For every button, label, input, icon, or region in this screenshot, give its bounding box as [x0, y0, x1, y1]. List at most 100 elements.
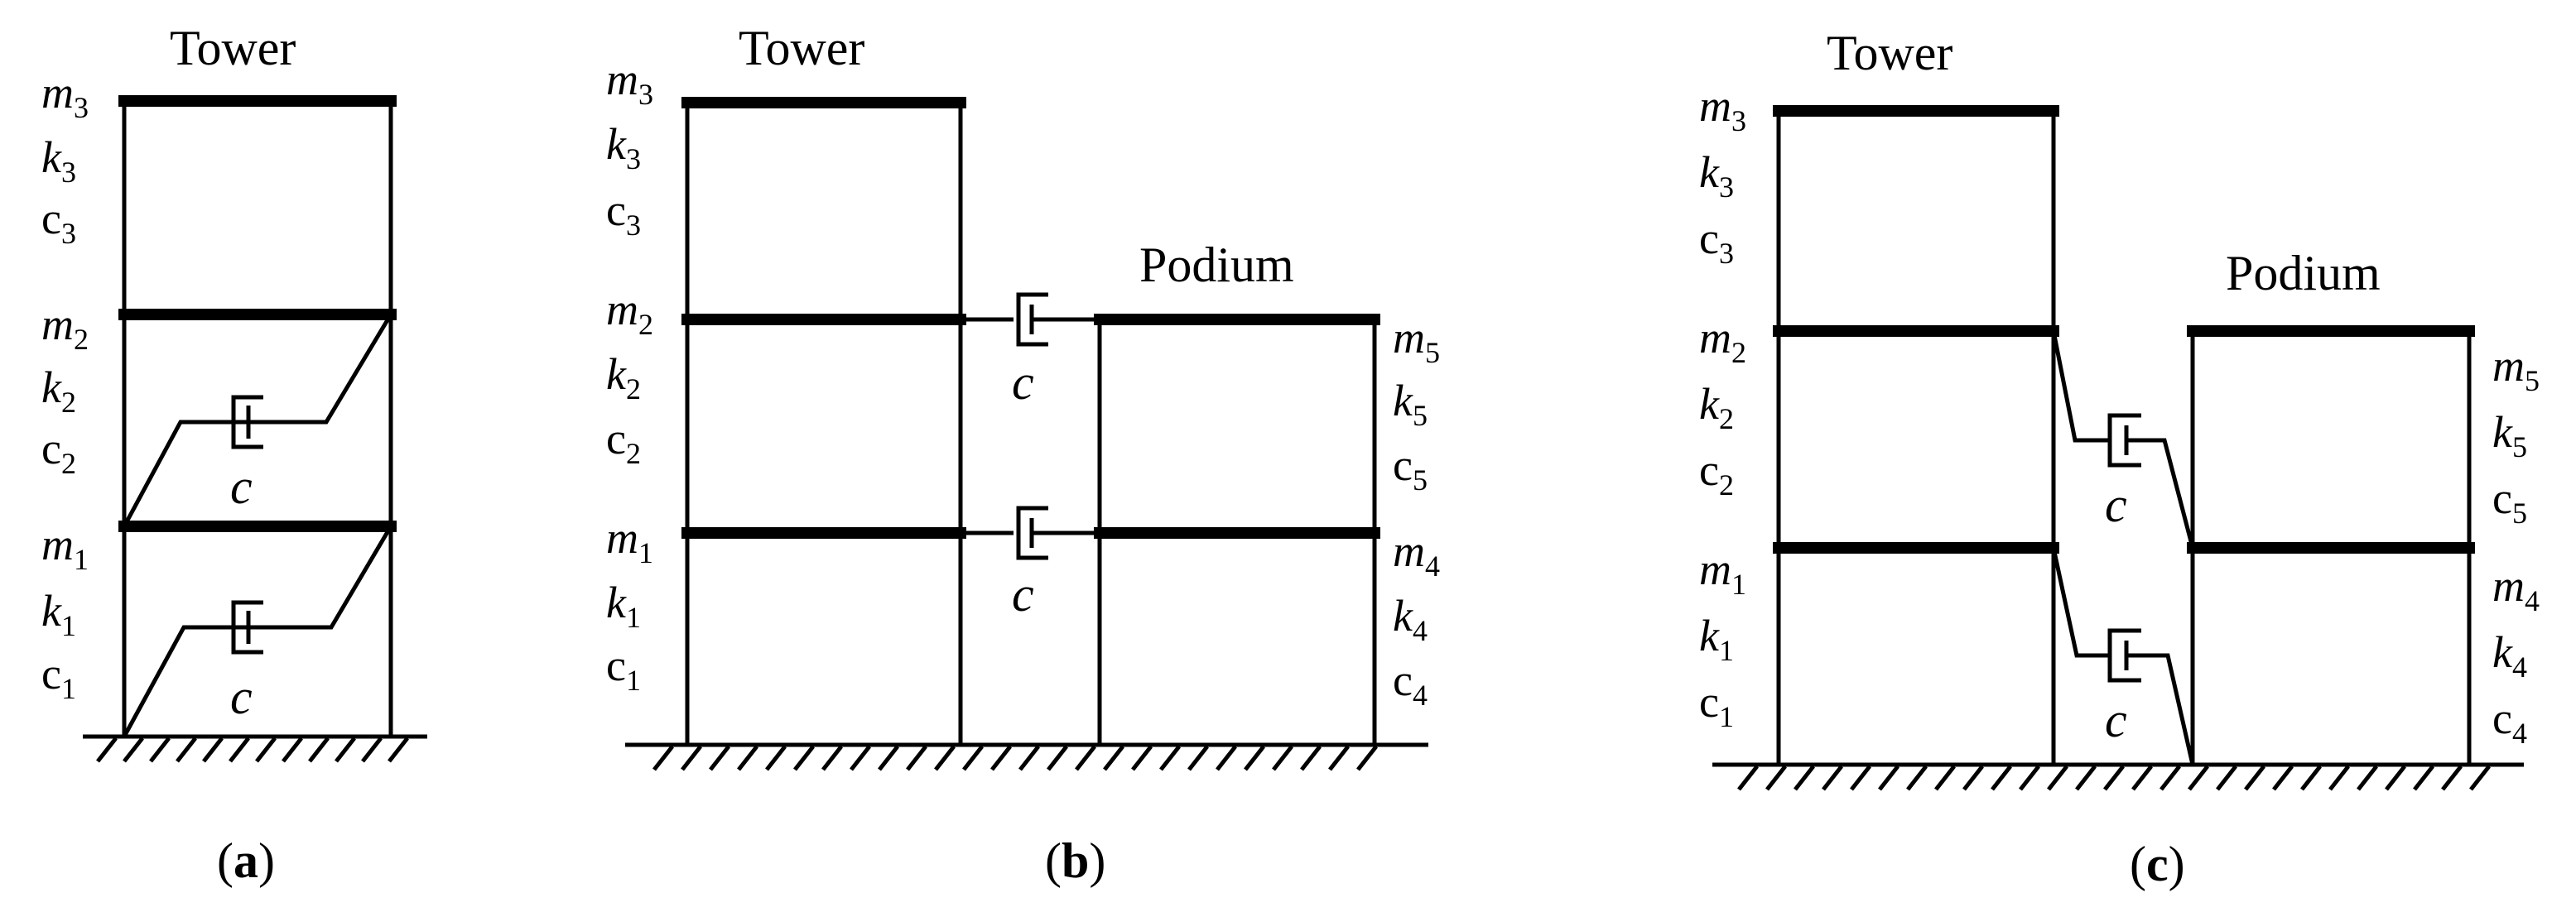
tower-level-labels: m3 k3 c3 m2 k2 c2 m1 k1 c1 — [1699, 81, 1746, 733]
stiffness-label: k5 — [2492, 407, 2527, 463]
panel-b-podium-title: Podium — [1139, 238, 1294, 292]
ground-hatch-mark — [1272, 745, 1293, 771]
damping-label: c1 — [1699, 677, 1734, 733]
panel-a: Tower c c m3 k3 c3 m2 — [41, 21, 427, 888]
ground-hatch-mark — [906, 745, 927, 771]
ground-hatch-mark — [2272, 765, 2294, 791]
ground-hatch-mark — [1794, 765, 1815, 791]
ground-hatch-mark — [1737, 765, 1759, 791]
ground-hatch-mark — [1103, 745, 1124, 771]
ground-hatch-mark — [962, 745, 984, 771]
ground-hatch-mark — [709, 745, 730, 771]
ground-hatch-mark — [1962, 765, 1984, 791]
ground-hatch-mark — [123, 737, 144, 763]
mass-label: m1 — [1699, 545, 1746, 601]
ground-hatch-mark — [2357, 765, 2378, 791]
panel-c-tower-title: Tower — [1827, 26, 1952, 80]
ground-hatch-mark — [2469, 765, 2491, 791]
podium-level-labels: m5 k5 c5 m4 k4 c4 — [2492, 341, 2540, 750]
stiffness-label: k3 — [41, 132, 76, 189]
panel-b-tower-title: Tower — [739, 21, 864, 75]
mass-label: m5 — [1393, 313, 1440, 369]
ground-hatch-mark — [1244, 745, 1265, 771]
stiffness-label: k1 — [606, 578, 641, 634]
mass-label: m3 — [606, 55, 653, 111]
stiffness-label: k4 — [2492, 627, 2527, 684]
mass-label: m5 — [2492, 341, 2540, 397]
panel-c-caption: (c) — [2130, 837, 2185, 891]
ground-hatch-mark — [361, 737, 383, 763]
damping-label: c2 — [1699, 445, 1734, 502]
ground-hatch-mark — [2103, 765, 2125, 791]
ground-hatch-mark — [1047, 745, 1068, 771]
ground-hatch-mark — [1878, 765, 1899, 791]
stiffness-label: k1 — [41, 586, 76, 642]
ground-hatch-mark — [1822, 765, 1843, 791]
damping-label: c2 — [41, 424, 76, 480]
stiffness-label: k4 — [1393, 591, 1428, 647]
ground-hatch-mark — [681, 745, 702, 771]
mass-label: m1 — [606, 513, 653, 569]
ground-hatch-mark — [96, 737, 118, 763]
damping-label: c4 — [2492, 694, 2527, 750]
ground-hatch-mark — [388, 737, 409, 763]
panel-c-podium-title: Podium — [2226, 246, 2381, 300]
damping-label: c5 — [1393, 440, 1428, 497]
damping-label: c3 — [41, 194, 76, 250]
ground-hatch-mark — [1850, 765, 1871, 791]
diagonal-damper-lower — [2051, 547, 2195, 766]
mass-label: m4 — [2492, 561, 2540, 617]
ground-hatch-mark — [2413, 765, 2434, 791]
ground-support — [625, 742, 1428, 771]
ground-hatch-mark — [282, 737, 303, 763]
ground-support — [1712, 762, 2524, 791]
mass-label: m3 — [41, 68, 89, 124]
ground-hatch-mark — [2188, 765, 2209, 791]
panel-b-caption: (b) — [1045, 833, 1105, 888]
panel-a-caption: (a) — [217, 833, 275, 888]
ground-hatch-mark — [2385, 765, 2406, 791]
ground-hatch-mark — [308, 737, 330, 763]
mass-label: m2 — [41, 300, 89, 356]
damper-label: c — [230, 459, 253, 514]
ground-hatch-mark — [850, 745, 871, 771]
stiffness-label: k1 — [1699, 611, 1734, 667]
ground-hatch-mark — [1934, 765, 1956, 791]
ground-support — [83, 734, 427, 763]
mass-label: m2 — [606, 285, 653, 341]
ground-hatch-mark — [2131, 765, 2153, 791]
ground-hatch-mark — [176, 737, 197, 763]
ground-hatch-mark — [1018, 745, 1040, 771]
stiffness-label: k3 — [606, 119, 641, 175]
ground-hatch-mark — [1216, 745, 1237, 771]
ground-hatch-mark — [1300, 745, 1322, 771]
damping-label: c3 — [1699, 214, 1734, 270]
ground-hatch-mark — [1131, 745, 1153, 771]
tower-level-labels: m3 k3 c3 m2 k2 c2 m1 k1 c1 — [606, 55, 653, 697]
ground-hatch-mark — [2244, 765, 2265, 791]
mass-label: m2 — [1699, 313, 1746, 369]
panel-a-title: Tower — [170, 21, 296, 75]
ground-hatch-mark — [1159, 745, 1181, 771]
damping-label: c2 — [606, 414, 641, 470]
ground-hatch-mark — [737, 745, 758, 771]
ground-hatch-mark — [1356, 745, 1378, 771]
panel-c: Tower Podium c c m3 k3 — [1699, 26, 2540, 891]
ground-hatch-mark — [765, 745, 787, 771]
ground-hatch-mark — [1187, 745, 1209, 771]
ground-hatch-mark — [1906, 765, 1928, 791]
ground-hatch-mark — [2328, 765, 2350, 791]
damping-label: c1 — [606, 641, 641, 697]
ground-hatch-mark — [229, 737, 250, 763]
link-damper-lower — [961, 506, 1100, 560]
ground-hatch-mark — [990, 745, 1012, 771]
ground-hatch-mark — [202, 737, 224, 763]
ground-hatch-mark — [2160, 765, 2181, 791]
ground-hatch-mark — [2047, 765, 2068, 791]
podium-level-labels: m5 k5 c5 m4 k4 c4 — [1393, 313, 1440, 712]
stiffness-label: k3 — [1699, 147, 1734, 204]
mass-label: m1 — [41, 520, 89, 576]
ground-hatch-mark — [821, 745, 843, 771]
link-damper-upper — [961, 292, 1100, 347]
